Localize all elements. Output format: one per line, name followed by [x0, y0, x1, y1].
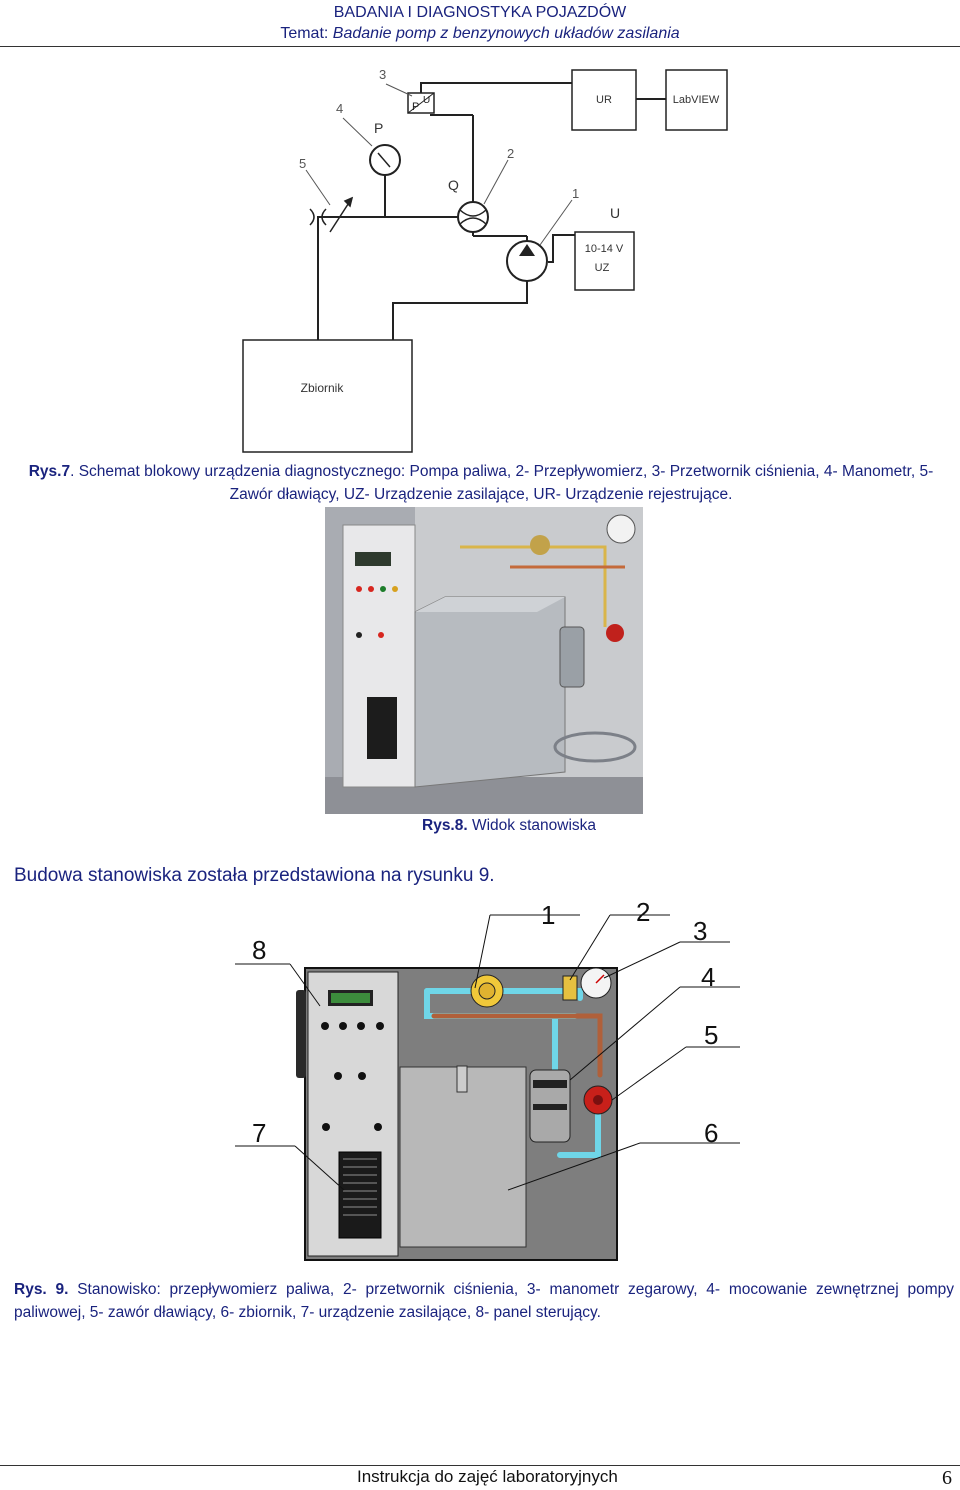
transducer-u-label: U: [423, 95, 430, 106]
tank-label: Zbiornik: [301, 381, 345, 395]
schematic-num-4: 4: [336, 101, 343, 116]
header-topic-title: Badanie pomp z benzynowych układów zasil…: [332, 25, 680, 42]
uz-label: UZ: [595, 262, 610, 274]
transducer-p-label: P: [412, 101, 419, 113]
uz-box: [574, 231, 635, 291]
figure-8-label: Rys.8.: [422, 817, 468, 834]
flowmeter-symbol: [457, 201, 489, 233]
uz-u-label: U: [610, 205, 620, 221]
figure-9-label: Rys. 9.: [14, 1281, 69, 1298]
figure-7-label: Rys.7: [28, 463, 71, 480]
bench-technical-drawing: 8 7 1 2 3 4 5 6: [235, 897, 740, 1261]
block-schematic: Zbiornik P U UR LabVIEW 10-14 V UZ 3 4 5…: [242, 67, 728, 453]
footer-title: Instrukcja do zajęć laboratoryjnych: [357, 1467, 618, 1486]
callout-4: 4: [701, 962, 715, 992]
callout-6: 6: [704, 1118, 718, 1148]
schematic-num-3: 3: [379, 67, 386, 82]
flowmeter-q-label: Q: [448, 177, 459, 193]
ur-label: UR: [596, 94, 612, 106]
header-topic: Temat: Badanie pomp z benzynowych układó…: [0, 25, 960, 43]
pump-symbol: [506, 240, 548, 282]
callout-3: 3: [693, 916, 707, 946]
construction-intro-text: Budowa stanowiska została przedstawiona …: [14, 865, 495, 886]
footer-divider: [0, 1465, 960, 1466]
callout-7: 7: [252, 1118, 266, 1148]
schematic-num-5: 5: [299, 156, 306, 171]
schematic-num-2: 2: [507, 146, 514, 161]
figure-9-text: Stanowisko: przepływomierz paliwa, 2- pr…: [14, 1281, 954, 1321]
throttle-valve-symbol: [309, 196, 354, 233]
tank-box: [242, 339, 413, 453]
callout-8: 8: [252, 935, 266, 965]
ur-box: [571, 69, 637, 131]
figure-7-text: . Schemat blokowy urządzenia diagnostycz…: [70, 463, 934, 503]
gauge-p-label: P: [374, 120, 383, 136]
labview-box: [665, 69, 728, 131]
drawing-tank: [399, 1066, 527, 1248]
header-divider: [0, 46, 960, 47]
schematic-num-1: 1: [572, 186, 579, 201]
figure-7-caption: Rys.7. Schemat blokowy urządzenia diagno…: [16, 460, 946, 506]
uz-range-label: 10-14 V: [585, 243, 624, 255]
header-course-title: BADANIA I DIAGNOSTYKA POJAZDÓW: [333, 4, 627, 21]
test-bench-photo: [325, 507, 643, 814]
callout-5: 5: [704, 1020, 718, 1050]
figure-8-text: Widok stanowiska: [467, 817, 597, 834]
labview-label: LabVIEW: [673, 94, 720, 106]
callout-2: 2: [636, 897, 650, 927]
manometer-symbol: [369, 144, 401, 176]
header-topic-prefix: Temat:: [280, 25, 333, 42]
figure-8-caption: Rys.8. Widok stanowiska: [422, 814, 596, 837]
callout-1: 1: [541, 900, 555, 930]
page-number: 6: [942, 1467, 952, 1489]
figure-9-caption: Rys. 9. Stanowisko: przepływomierz paliw…: [14, 1278, 954, 1324]
